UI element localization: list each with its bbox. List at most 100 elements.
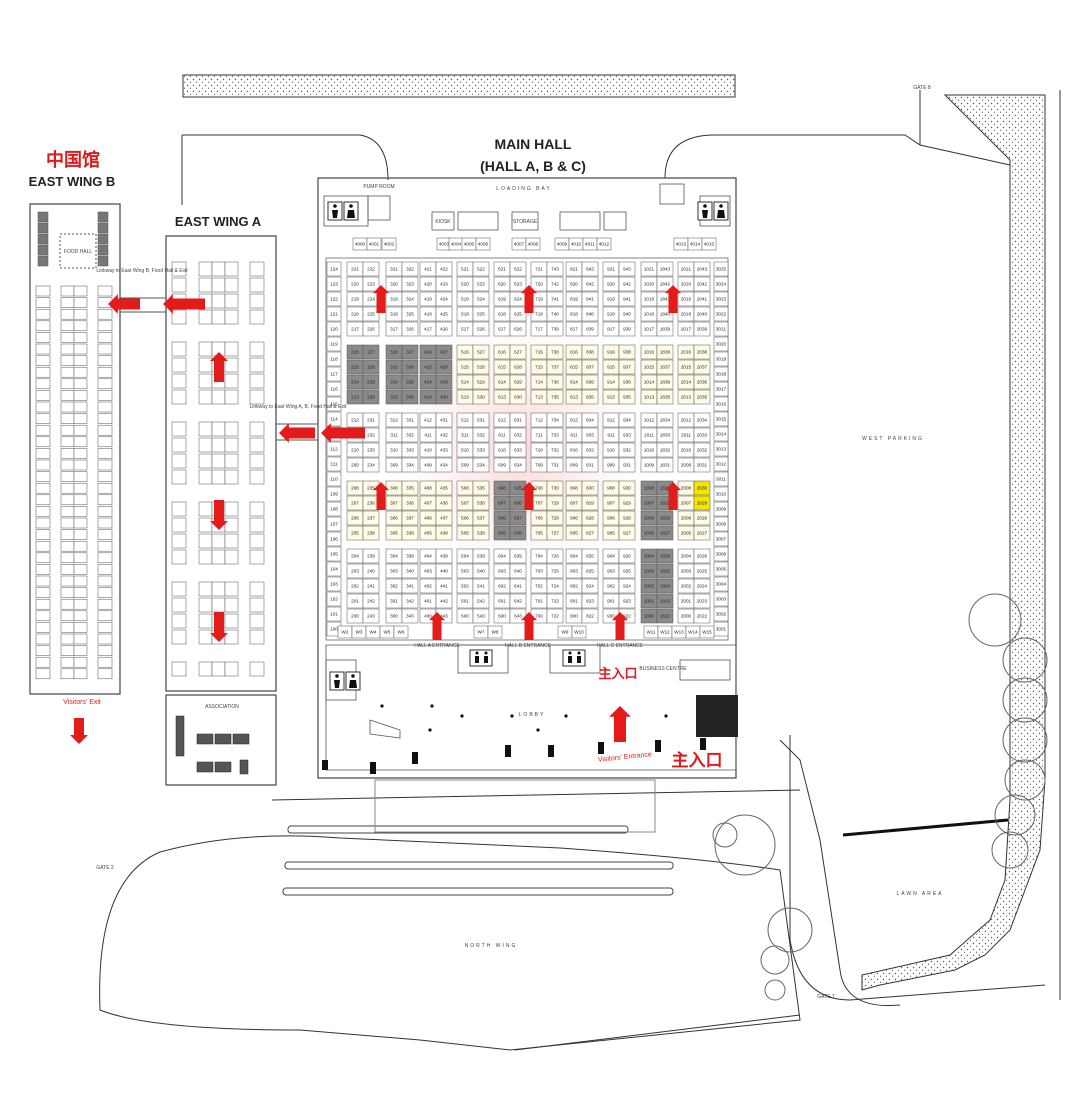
grid-booth-label: 629	[514, 380, 522, 385]
grid-booth	[693, 480, 711, 496]
ewa-booth	[171, 469, 187, 485]
grid-booth	[472, 457, 490, 473]
side-booth-label: 115	[330, 402, 338, 407]
grid-booth-label: 2039	[697, 327, 708, 332]
ewb-booth	[35, 645, 51, 656]
grid-booth	[401, 359, 419, 375]
ewb-booth	[97, 668, 113, 680]
grid-booth-label: 935	[623, 395, 631, 400]
grid-booth	[401, 344, 419, 360]
side-booth-label: 3019	[716, 357, 727, 362]
ewa-booth	[249, 581, 265, 597]
grid-booth-label: 1019	[644, 297, 655, 302]
side-booth	[326, 441, 342, 457]
ewb-booth	[60, 355, 75, 366]
grid-booth	[362, 374, 380, 390]
grid-booth-label: 415	[424, 365, 432, 370]
side-booth	[326, 456, 342, 472]
grid-booth	[656, 442, 674, 458]
grid-booth-label: 1824	[660, 584, 671, 589]
grid-booth-label: 1843	[660, 267, 671, 272]
w-booth-label: W8	[492, 630, 499, 635]
east-wing-a-booths	[171, 261, 265, 677]
grid-booth-label: 628	[514, 365, 522, 370]
grid-booth-label: 338	[406, 531, 414, 536]
grid-booth	[581, 563, 599, 579]
top-booth-label: 4003	[439, 242, 450, 247]
grid-booth-label: 329	[406, 380, 414, 385]
ewa-booth	[224, 421, 239, 437]
arrow-up	[520, 482, 538, 510]
grid-booth-label: 940	[623, 312, 631, 317]
grid-booth-label: 710	[535, 448, 543, 453]
grid-booth	[618, 359, 636, 375]
grid-booth	[401, 593, 419, 609]
top-booth-label: 4013	[676, 242, 687, 247]
ewb-booth	[97, 332, 113, 343]
grid-booth-label: 501	[461, 599, 469, 604]
grid-booth-label: 2034	[697, 418, 708, 423]
grid-booth-label: 1835	[660, 395, 671, 400]
ewa-booth	[211, 581, 226, 597]
arrow-up	[372, 285, 390, 313]
ewb-booth	[35, 540, 51, 552]
ewb-booth	[97, 622, 113, 633]
grid-booth-label: 721	[535, 267, 543, 272]
ewb-booth	[60, 332, 75, 343]
ewa-booth	[211, 453, 226, 469]
grid-booth-label: 716	[535, 350, 543, 355]
grid-booth-label: 337	[406, 516, 414, 521]
grid-booth	[435, 276, 453, 292]
grid-booth	[362, 261, 380, 277]
grid-booth-label: 1016	[644, 350, 655, 355]
grid-booth-label: 314	[390, 380, 398, 385]
ewa-booth	[249, 261, 265, 277]
side-booth-label: 106	[330, 537, 338, 542]
arrow-up	[664, 482, 682, 510]
side-booth-label: 117	[330, 372, 338, 377]
grid-booth-label: 709	[535, 463, 543, 468]
grid-booth-label: 731	[551, 463, 559, 468]
grid-booth-label: 1009	[644, 463, 655, 468]
ewa-booth	[198, 533, 213, 549]
grid-booth-label: 1841	[660, 297, 671, 302]
grid-booth-label: 519	[461, 297, 469, 302]
grid-booth-label: 1011	[644, 433, 654, 438]
grid-booth	[581, 510, 599, 526]
top-booth-label: 4007	[514, 242, 525, 247]
grid-booth-label: 2033	[697, 433, 708, 438]
side-booth	[713, 471, 729, 487]
grid-booth	[693, 457, 711, 473]
ewa-booth	[224, 501, 239, 517]
grid-booth	[509, 563, 527, 579]
grid-booth-label: 732	[551, 448, 559, 453]
ewa-booth	[224, 389, 239, 405]
grid-booth-label: 804	[570, 554, 578, 559]
grid-booth-label: 305	[390, 531, 398, 536]
grid-booth-label: 1836	[660, 380, 671, 385]
ewb-booth	[97, 598, 113, 610]
arrow-left	[108, 294, 140, 314]
grid-booth-label: 218	[351, 312, 359, 317]
grid-booth-label: 736	[551, 380, 559, 385]
china-pavilion-label: 中国馆	[46, 149, 100, 171]
ewb-booth	[60, 297, 75, 308]
grid-booth-label: 311	[390, 433, 398, 438]
east-wing-b-title: EAST WING B	[29, 174, 116, 189]
grid-booth-label: 2042	[697, 282, 708, 287]
grid-booth-label: 310	[390, 448, 398, 453]
grid-booth-label: 420	[424, 282, 432, 287]
grid-booth-label: 500	[461, 614, 469, 619]
grid-booth	[546, 608, 564, 624]
side-booth	[326, 351, 342, 367]
top-booth-label: 4002	[384, 242, 395, 247]
grid-booth-label: 616	[498, 350, 506, 355]
ewb-booth	[60, 471, 75, 482]
grid-booth-label: 1838	[660, 350, 671, 355]
side-booth	[713, 486, 729, 502]
side-booth-label: 3012	[716, 462, 727, 467]
w-booth	[487, 625, 503, 639]
grid-booth-label: 609	[498, 463, 506, 468]
side-booth-label: 3013	[716, 447, 727, 452]
ewb-booth	[60, 552, 75, 564]
